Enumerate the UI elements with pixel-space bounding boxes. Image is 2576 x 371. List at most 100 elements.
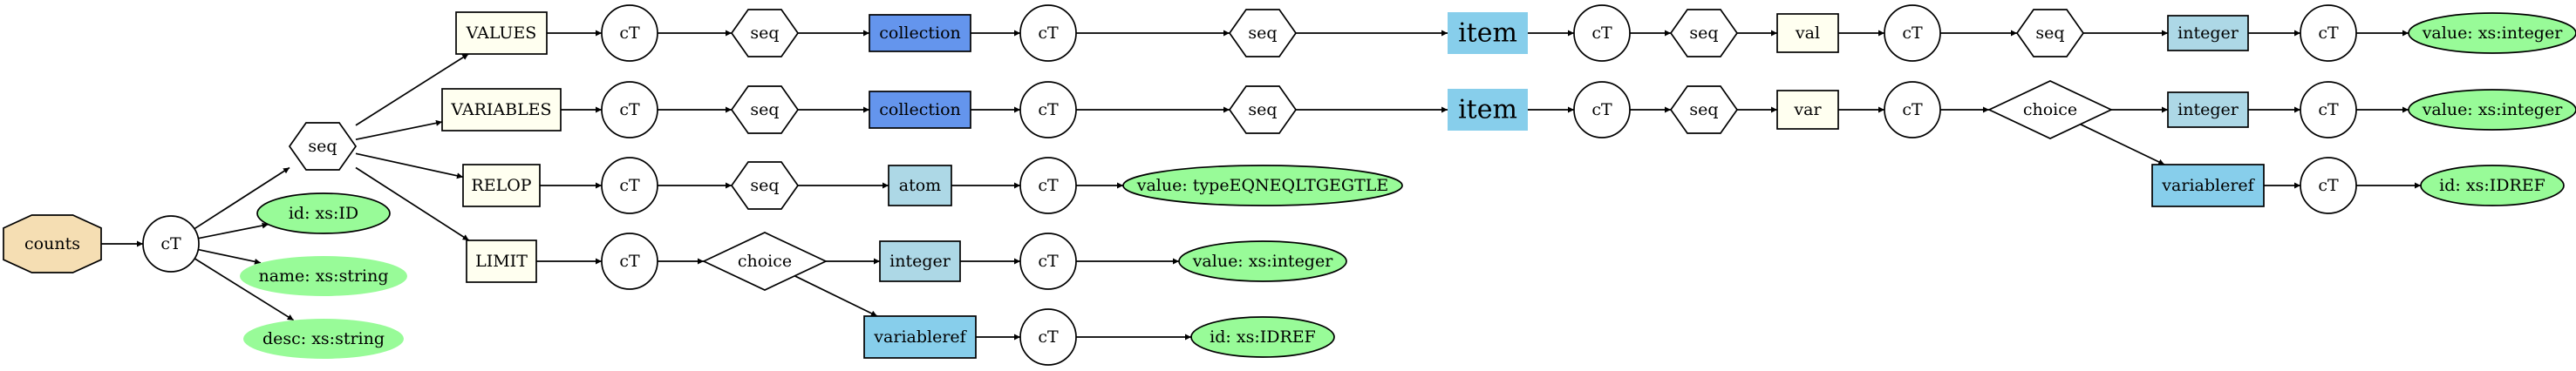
node-shape-seq_v4 (2015, 9, 2085, 57)
node-ct_l3[interactable]: cT (1019, 308, 1077, 366)
node-seq_r1[interactable]: seq (730, 161, 800, 210)
node-shape-seq_v1 (730, 9, 800, 57)
node-valint_v[interactable]: value: xs:integer (2408, 12, 2576, 54)
node-shape-ct_l2 (1019, 233, 1077, 290)
node-shape-ct_v5 (2300, 4, 2357, 62)
node-ct_v4[interactable]: cT (1884, 4, 1941, 62)
node-shape-ct_w2 (1019, 81, 1077, 138)
node-ct_v3[interactable]: cT (1573, 4, 1631, 62)
node-shape-name_attr (240, 256, 407, 296)
node-item_w[interactable]: item (1448, 89, 1528, 131)
node-idref_w[interactable]: id: xs:IDREF (2420, 165, 2565, 206)
node-shape-val_v (1776, 13, 1839, 53)
node-ct_l1[interactable]: cT (601, 233, 658, 290)
node-ct_w4[interactable]: cT (1884, 81, 1941, 138)
node-label-limit: LIMIT (475, 252, 528, 271)
node-counts[interactable]: counts (3, 214, 102, 273)
node-ct_root[interactable]: cT (142, 215, 200, 273)
node-label-choice_w: choice (2023, 100, 2077, 119)
node-label-ct_w1: cT (619, 100, 640, 119)
node-atom_r[interactable]: atom (888, 165, 952, 206)
node-shape-idref_w (2420, 165, 2565, 206)
node-desc_attr[interactable]: desc: xs:string (243, 319, 404, 359)
node-int_l[interactable]: integer (879, 240, 961, 282)
node-label-id_attr: id: xs:ID (289, 204, 358, 223)
node-variables[interactable]: VARIABLES (441, 88, 562, 132)
node-id_attr[interactable]: id: xs:ID (256, 192, 391, 234)
node-label-int_w: integer (2177, 100, 2239, 119)
node-shape-variables (441, 88, 562, 132)
node-label-val_r: value: typeEQNEQLTGEGTLE (1136, 176, 1388, 195)
edge-ct_root-to-name_attr (198, 248, 262, 265)
node-item_v[interactable]: item (1448, 12, 1528, 54)
node-seq_v2[interactable]: seq (1228, 9, 1298, 57)
node-shape-ct_w1 (601, 81, 658, 138)
node-int_v[interactable]: integer (2167, 15, 2249, 51)
node-coll_w[interactable]: collection (869, 91, 971, 129)
node-seq_w3[interactable]: seq (1669, 85, 1739, 134)
node-vref_w[interactable]: variableref (2151, 164, 2265, 207)
node-shape-valint_l (1178, 240, 1347, 282)
node-valint_l[interactable]: value: xs:integer (1178, 240, 1347, 282)
node-shape-limit (466, 239, 537, 283)
node-coll_v[interactable]: collection (869, 14, 971, 52)
node-seq_root[interactable]: seq (288, 122, 358, 171)
edges-layer (101, 30, 2421, 341)
node-values[interactable]: VALUES (455, 11, 548, 55)
node-ct_l2[interactable]: cT (1019, 233, 1077, 290)
node-limit[interactable]: LIMIT (466, 239, 537, 283)
node-shape-coll_v (869, 14, 971, 52)
node-shape-ct_l1 (601, 233, 658, 290)
node-shape-ct_v4 (1884, 4, 1941, 62)
node-label-ct_w6: cT (2318, 176, 2339, 195)
node-val_v[interactable]: val (1776, 13, 1839, 53)
node-shape-valint_w (2408, 89, 2576, 131)
node-shape-ct_w5 (2300, 81, 2357, 138)
node-shape-vref_w (2151, 164, 2265, 207)
node-seq_v4[interactable]: seq (2015, 9, 2085, 57)
edge-seq_root-to-limit (355, 166, 470, 241)
node-ct_v5[interactable]: cT (2300, 4, 2357, 62)
node-shape-choice_l (702, 232, 828, 291)
node-ct_w6[interactable]: cT (2300, 157, 2357, 214)
node-shape-seq_r1 (730, 161, 800, 210)
node-ct_r2[interactable]: cT (1019, 157, 1077, 214)
node-choice_w[interactable]: choice (1987, 80, 2113, 139)
node-seq_v1[interactable]: seq (730, 9, 800, 57)
node-ct_v2[interactable]: cT (1019, 4, 1077, 62)
node-label-ct_v5: cT (2318, 24, 2339, 43)
node-ct_w1[interactable]: cT (601, 81, 658, 138)
node-label-counts: counts (24, 234, 80, 253)
edge-choice_l-to-vref_l (794, 275, 878, 317)
node-relop[interactable]: RELOP (462, 164, 541, 207)
node-label-vref_w: variableref (2161, 176, 2255, 195)
node-idref_l[interactable]: id: xs:IDREF (1190, 316, 1335, 358)
node-ct_w3[interactable]: cT (1573, 81, 1631, 138)
edge-ct_root-to-seq_root (194, 166, 290, 230)
node-choice_l[interactable]: choice (702, 232, 828, 291)
node-label-ct_l1: cT (619, 252, 640, 271)
node-name_attr[interactable]: name: xs:string (240, 256, 407, 296)
node-label-ct_v3: cT (1591, 24, 1612, 43)
node-valint_w[interactable]: value: xs:integer (2408, 89, 2576, 131)
node-label-ct_w5: cT (2318, 100, 2339, 119)
node-label-seq_root: seq (308, 137, 337, 156)
node-ct_w5[interactable]: cT (2300, 81, 2357, 138)
node-ct_v1[interactable]: cT (601, 4, 658, 62)
node-label-val_v: val (1795, 24, 1820, 43)
node-var_w[interactable]: var (1776, 90, 1839, 130)
node-seq_v3[interactable]: seq (1669, 9, 1739, 57)
node-seq_w1[interactable]: seq (730, 85, 800, 134)
node-ct_r1[interactable]: cT (601, 157, 658, 214)
node-vref_l[interactable]: variableref (863, 315, 977, 359)
node-val_r[interactable]: value: typeEQNEQLTGEGTLE (1122, 165, 1403, 206)
node-ct_w2[interactable]: cT (1019, 81, 1077, 138)
node-shape-ct_r1 (601, 157, 658, 214)
node-shape-counts (3, 214, 102, 273)
node-shape-ct_v1 (601, 4, 658, 62)
node-shape-ct_w4 (1884, 81, 1941, 138)
node-int_w[interactable]: integer (2167, 91, 2249, 128)
node-seq_w2[interactable]: seq (1228, 85, 1298, 134)
node-shape-ct_r2 (1019, 157, 1077, 214)
node-label-ct_l2: cT (1038, 252, 1059, 271)
